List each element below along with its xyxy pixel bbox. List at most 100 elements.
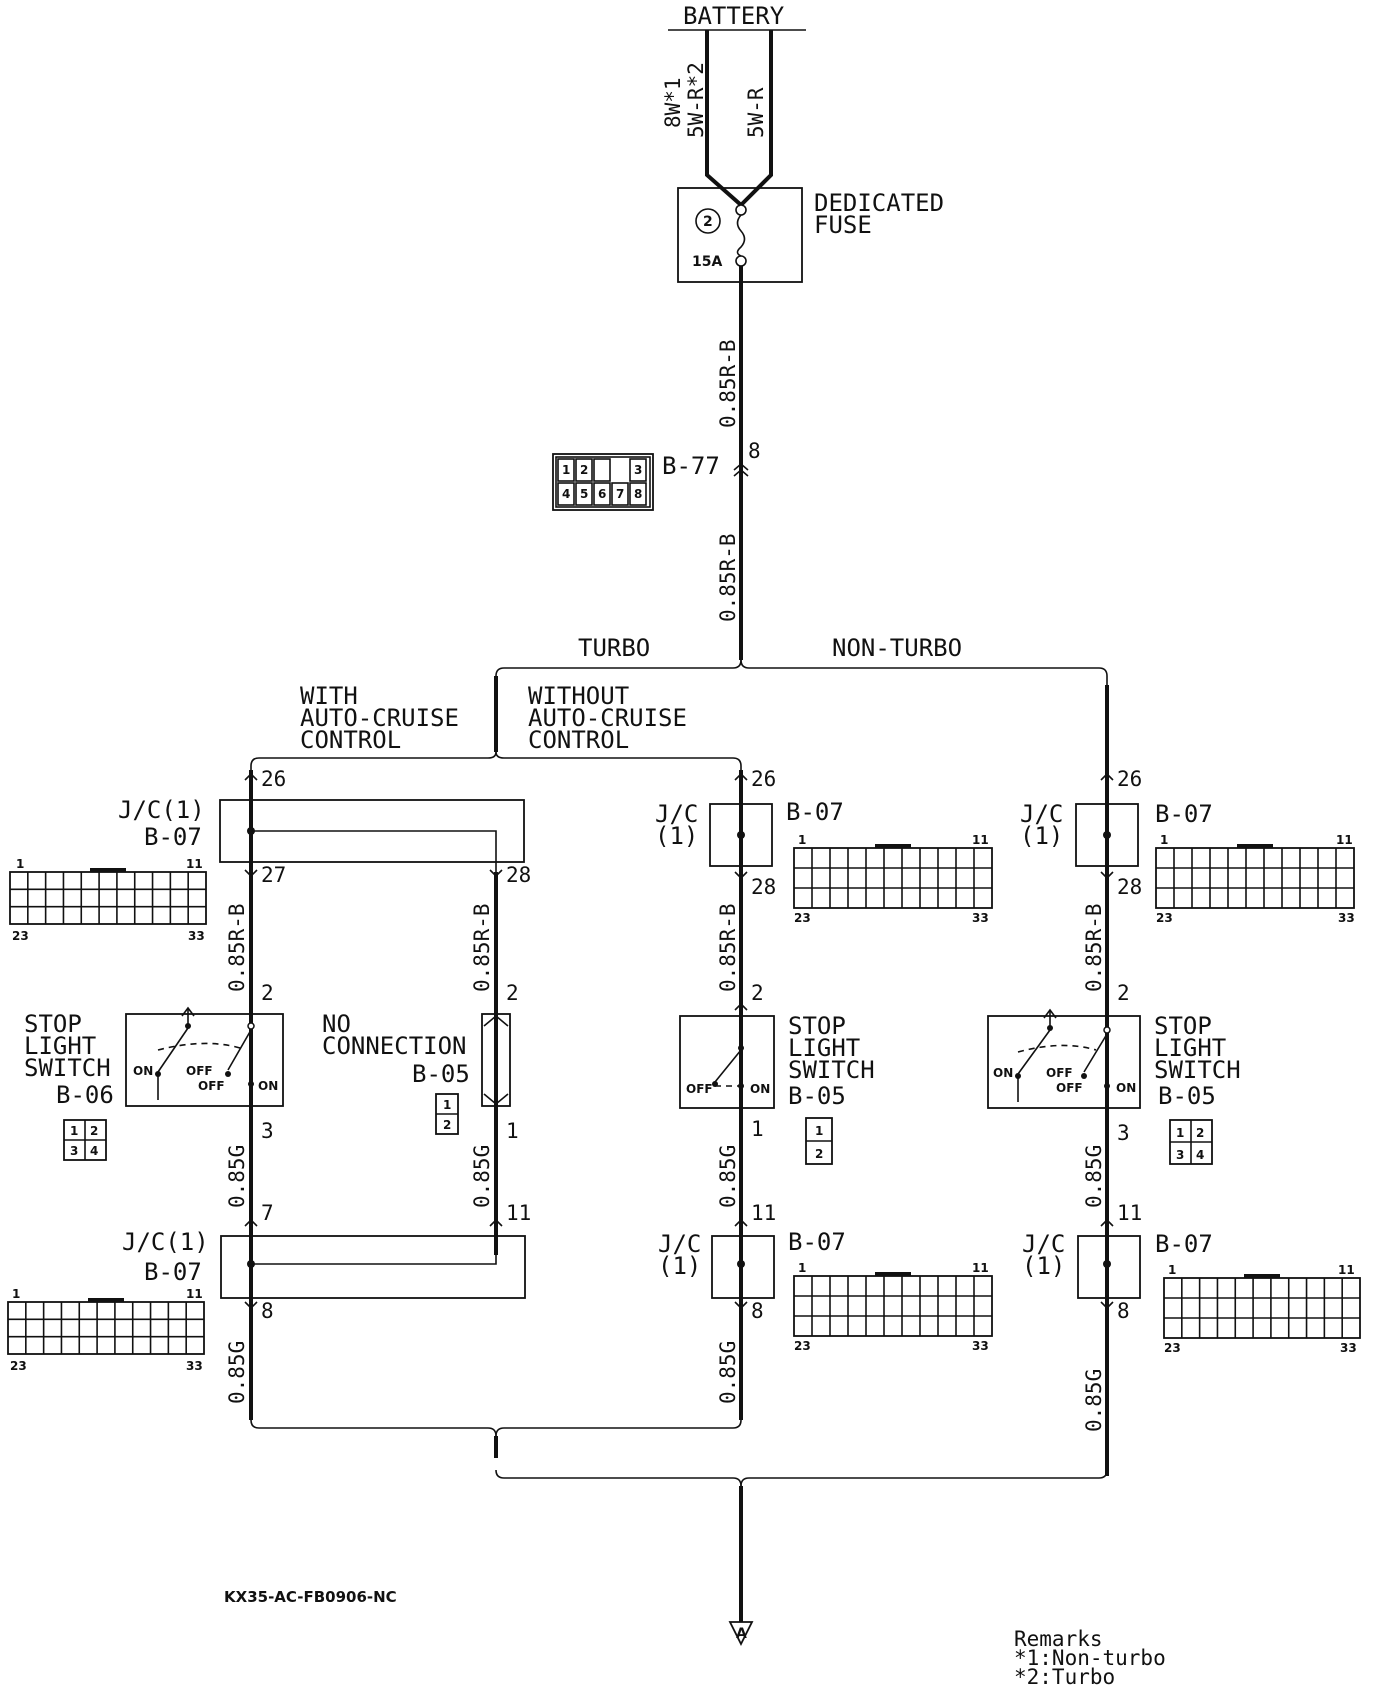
jcf3-bl: 23 <box>794 911 811 925</box>
c4-pin-8: 8 <box>1117 1299 1130 1323</box>
c1-pin-2b: 2 <box>506 981 519 1005</box>
jcf1-bl: 23 <box>12 929 29 943</box>
c3-pin-2: 2 <box>751 981 764 1005</box>
b77-cell <box>629 482 647 506</box>
c4-pin-28: 28 <box>1117 875 1142 899</box>
jcf4-bl: 23 <box>1156 911 1173 925</box>
jc-connector-face-4: 1 11 23 33 <box>1155 833 1355 925</box>
c4-wire-g-1: 0.85G <box>1082 1145 1106 1208</box>
connector-key-tab <box>88 1298 124 1302</box>
jcf1-br: 33 <box>188 929 205 943</box>
c4-cell-1: 1 <box>1176 1126 1184 1140</box>
c4-switch-label-1: STOP <box>1154 1012 1212 1040</box>
c4-on-2: ON <box>1116 1081 1136 1095</box>
c3-wire-g-1: 0.85G <box>716 1145 740 1208</box>
jcf2-tr: 11 <box>186 1287 203 1301</box>
c4-jc-conn: B-07 <box>1155 800 1213 828</box>
connector-key-tab <box>90 868 126 872</box>
c4-cell-3: 3 <box>1176 1148 1184 1162</box>
c4-wire-g-2: 0.85G <box>1082 1369 1106 1432</box>
turbo-label: TURBO <box>578 634 650 662</box>
b77-cell-label: 1 <box>562 463 570 477</box>
c1-pin-28: 28 <box>506 863 531 887</box>
battery-wire-2-label: 5W-R <box>744 87 768 138</box>
c3-pin-28: 28 <box>751 875 776 899</box>
c3-jc-lower-1: J/C <box>658 1230 701 1258</box>
jcf2-bl: 23 <box>10 1359 27 1373</box>
c4-jc-1: J/C <box>1020 800 1063 828</box>
c4-switch-conn: B-05 <box>1158 1082 1216 1110</box>
jcf2-tl: 1 <box>12 1287 20 1301</box>
c1-pin-7: 7 <box>261 1201 274 1225</box>
b77-label: B-77 <box>662 452 720 480</box>
c4-pin-11: 11 <box>1117 1201 1142 1225</box>
main-wire-label-1: 0.85R-B <box>716 339 740 428</box>
no-connection-b05: NO CONNECTION B-05 1 2 <box>322 1010 511 1135</box>
b77-cell <box>611 482 629 506</box>
c4-jc-lower-2: (1) <box>1022 1252 1065 1280</box>
b06-cell-3: 3 <box>70 1144 78 1158</box>
c4-pin-3: 3 <box>1117 1121 1130 1145</box>
c3-wire-rb: 0.85R-B <box>716 903 740 992</box>
c3-switch-conn: B-05 <box>788 1082 846 1110</box>
jcf5-tr: 11 <box>972 1261 989 1275</box>
remarks-2: *2:Turbo <box>1014 1665 1115 1689</box>
b06-label-1: STOP <box>24 1010 82 1038</box>
jcf2-br: 33 <box>186 1359 203 1373</box>
b06-cell-2: 2 <box>90 1124 98 1138</box>
b06-cell-1: 1 <box>70 1124 78 1138</box>
c1-jc-top-label: J/C(1) <box>118 796 205 824</box>
remarks-title: Remarks <box>1014 1627 1103 1651</box>
b77-cell <box>593 458 611 482</box>
c1-jc-top-conn: B-07 <box>144 823 202 851</box>
stop-light-switch-b06: ON OFF OFF ON STOP LIGHT SWITCH B-06 <box>24 1006 284 1109</box>
battery-wire-1b-label: 5W-R*2 <box>684 62 708 138</box>
jcf4-br: 33 <box>1338 911 1355 925</box>
with-cruise-2: AUTO-CRUISE <box>300 704 459 732</box>
c1-pin-8: 8 <box>261 1299 274 1323</box>
c1-pin-2: 2 <box>261 981 274 1005</box>
c4-cell-4: 4 <box>1196 1148 1204 1162</box>
jcf6-bl: 23 <box>1164 1341 1181 1355</box>
b06-label-3: SWITCH <box>24 1054 111 1082</box>
no-conn-cell-1: 1 <box>443 1098 451 1112</box>
c3-pin-1: 1 <box>751 1117 764 1141</box>
no-conn-cell-2: 2 <box>443 1118 451 1132</box>
remarks: Remarks *1:Non-turbo *2:Turbo <box>1014 1627 1166 1689</box>
b77-cell <box>575 458 593 482</box>
b06-on-1: ON <box>133 1064 153 1078</box>
battery-section: BATTERY 8W*1 5W-R*2 5W-R <box>661 2 806 207</box>
jc-connector-face-2: 1 11 23 33 <box>7 1287 205 1373</box>
c1-pin-27: 27 <box>261 863 286 887</box>
c1-wire-g-1: 0.85G <box>225 1145 249 1208</box>
c4-pin-2: 2 <box>1117 981 1130 1005</box>
c3-jc-lower-2: (1) <box>658 1252 701 1280</box>
jcf5-br: 33 <box>972 1339 989 1353</box>
b77-cell <box>593 482 611 506</box>
b77-cell-label: 2 <box>580 463 588 477</box>
c3-wire-g-2: 0.85G <box>716 1341 740 1404</box>
jc-connector-face-3: 1 11 23 33 <box>793 833 993 925</box>
fuse-rating: 15A <box>692 254 722 270</box>
jcf6-br: 33 <box>1340 1341 1357 1355</box>
c1-jc-bottom-conn: B-07 <box>144 1258 202 1286</box>
jc-connector-face-5: 1 11 23 33 <box>793 1261 993 1353</box>
c3-switch-label-2: LIGHT <box>788 1034 860 1062</box>
no-connection-2: CONNECTION <box>322 1032 467 1060</box>
jcf5-bl: 23 <box>794 1339 811 1353</box>
b77-cell-label: 4 <box>562 487 570 501</box>
c4-off-2: OFF <box>1056 1081 1083 1095</box>
without-cruise-3: CONTROL <box>528 726 629 754</box>
b77-cell-label: 7 <box>616 487 624 501</box>
c1-pin-11: 11 <box>506 1201 531 1225</box>
c4-pin-26: 26 <box>1117 767 1142 791</box>
no-connection-1: NO <box>322 1010 351 1038</box>
without-cruise-2: AUTO-CRUISE <box>528 704 687 732</box>
with-cruise-3: CONTROL <box>300 726 401 754</box>
b77-cell-label: 5 <box>580 487 588 501</box>
c1-wire-rb-1: 0.85R-B <box>225 903 249 992</box>
b77-cell-label: 8 <box>634 487 642 501</box>
c4-jc-lower-1: J/C <box>1022 1230 1065 1258</box>
b77-cell <box>557 482 575 506</box>
